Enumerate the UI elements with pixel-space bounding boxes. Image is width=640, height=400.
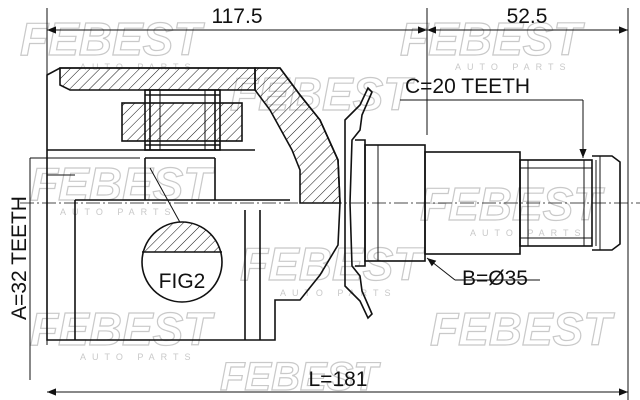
watermark-brand: FEBEST — [420, 178, 605, 230]
watermark-brand: FEBEST — [400, 13, 585, 65]
watermark-layer: FEBEST FEBEST FEBEST FEBEST FEBEST FEBES… — [19, 12, 616, 399]
watermark-brand: FEBEST — [240, 238, 425, 290]
watermark-tagline: AUTO PARTS — [280, 288, 397, 298]
stub-shaft — [364, 144, 621, 262]
dimension-52: 52.5 — [507, 5, 548, 28]
watermark-tagline: AUTO PARTS — [455, 62, 572, 72]
fig2-label: FIG2 — [159, 270, 206, 293]
watermark-brand: FEBEST — [430, 303, 615, 355]
watermark-brand: FEBEST — [30, 303, 215, 355]
watermark-tagline: AUTO PARTS — [80, 62, 197, 72]
total-length-label: L=181 — [309, 368, 368, 391]
diameter-b-label: B=Ø35 — [462, 267, 528, 290]
watermark-tagline: AUTO PARTS — [80, 352, 197, 362]
watermark-brand: FEBEST — [20, 13, 205, 65]
dimension-labels: 117.5 52.5 L=181 C=20 TEETH B=Ø35 A=32 T… — [8, 5, 547, 391]
watermark-tagline: AUTO PARTS — [60, 207, 177, 217]
joint-housing — [46, 67, 341, 341]
fig2-detail: FIG2 — [141, 221, 223, 303]
teeth-a-label: A=32 TEETH — [8, 196, 31, 320]
teeth-c-label: C=20 TEETH — [405, 75, 530, 98]
dimension-117: 117.5 — [212, 5, 263, 28]
watermark-brand: FEBEST — [30, 158, 215, 210]
watermark-tagline: AUTO PARTS — [470, 228, 587, 238]
